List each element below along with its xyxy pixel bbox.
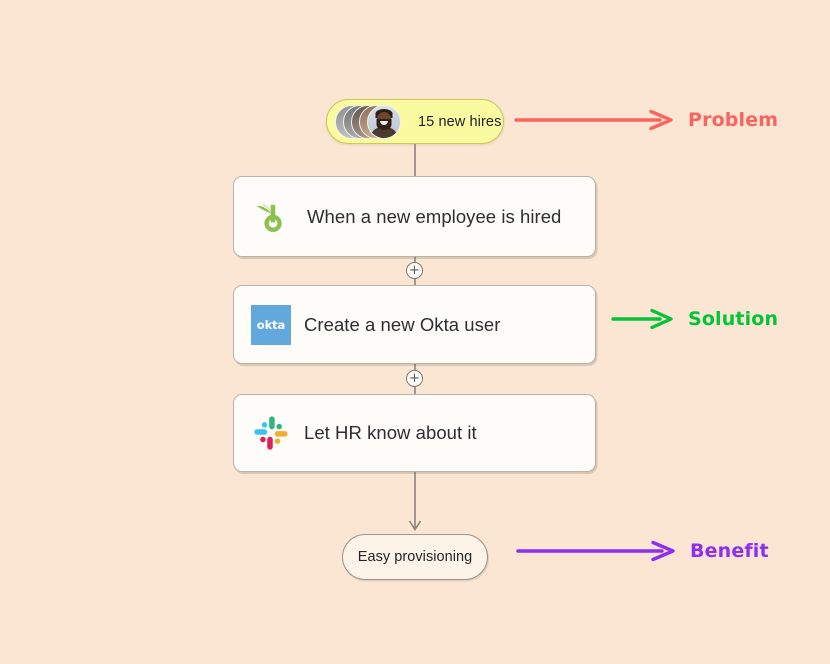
avatar-stack — [335, 104, 409, 139]
outcome-label: Easy provisioning — [357, 549, 473, 565]
annotation-label: Solution — [688, 308, 779, 330]
okta-icon: okta — [251, 304, 291, 345]
step-card-slack[interactable]: Let HR know about it — [233, 394, 596, 472]
arrow-right-icon — [514, 109, 673, 131]
arrow-right-icon — [611, 308, 673, 330]
step-card-bamboohr[interactable]: When a new employee is hired — [233, 176, 596, 257]
okta-icon-label: okta — [256, 317, 286, 332]
step-label: Let HR know about it — [304, 422, 477, 443]
annotation-label: Benefit — [690, 540, 769, 562]
arrow-right-icon — [516, 540, 675, 562]
plus-icon: + — [409, 371, 420, 386]
annotation-problem: Problem — [514, 107, 778, 133]
annotation-solution: Solution — [611, 306, 778, 332]
outcome-pill[interactable]: Easy provisioning — [342, 534, 488, 580]
step-label: When a new employee is hired — [307, 205, 562, 227]
add-step-button[interactable]: + — [406, 370, 423, 387]
annotation-label: Problem — [688, 109, 779, 131]
step-card-okta[interactable]: okta Create a new Okta user — [233, 285, 596, 364]
trigger-label: 15 new hires — [418, 113, 502, 130]
bamboohr-icon — [251, 197, 291, 237]
avatar — [367, 104, 401, 139]
trigger-pill[interactable]: 15 new hires — [326, 99, 504, 144]
plus-icon: + — [409, 263, 420, 278]
add-step-button[interactable]: + — [406, 262, 423, 279]
slack-icon — [251, 413, 291, 453]
step-label: Create a new Okta user — [304, 313, 501, 335]
annotation-benefit: Benefit — [516, 538, 769, 564]
